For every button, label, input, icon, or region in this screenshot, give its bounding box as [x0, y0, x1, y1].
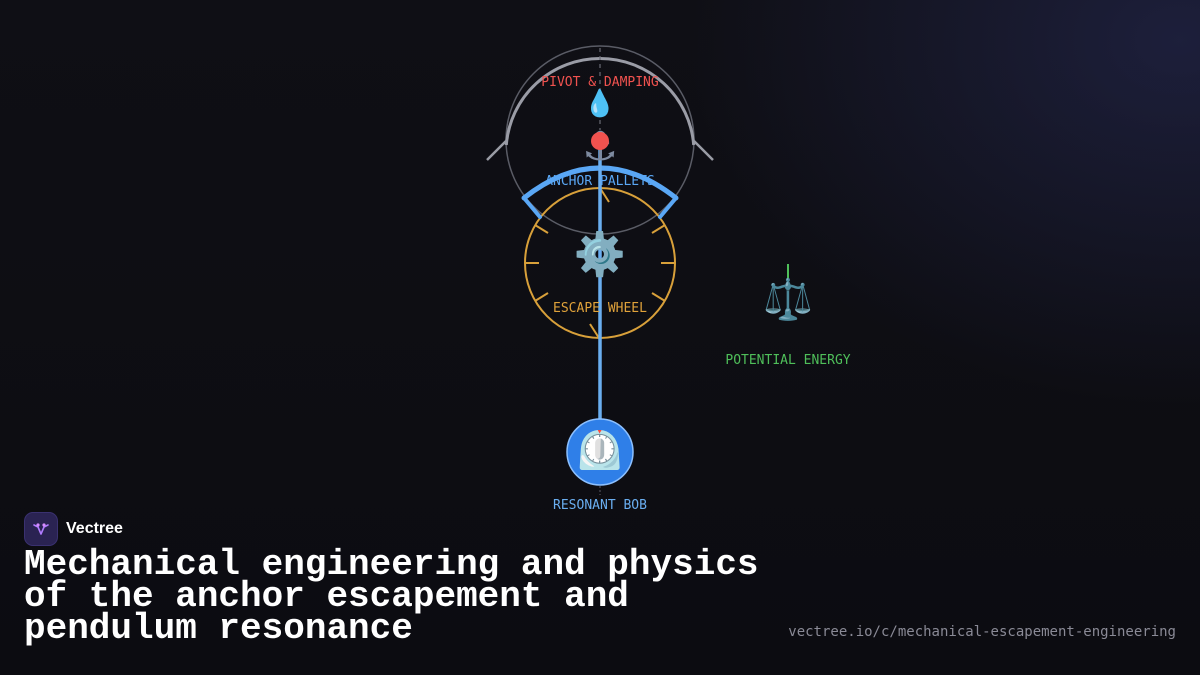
frame-left-bracket	[486, 140, 507, 161]
gear-icon: ⚙️	[574, 230, 626, 279]
vectree-logo-icon	[24, 512, 58, 546]
frame-right-bracket	[693, 140, 714, 161]
droplet-icon: 💧	[584, 88, 616, 119]
source-url[interactable]: vectree.io/c/mechanical-escapement-engin…	[788, 624, 1176, 640]
anchor-right-pallet	[658, 196, 678, 219]
timer-icon: ⏲️	[576, 428, 623, 472]
escape-wheel-label: ESCAPE WHEEL	[553, 301, 647, 316]
anchor-left-pallet	[522, 196, 542, 219]
balance-scale-icon: ⚖️	[763, 276, 813, 323]
brand-name: Vectree	[66, 520, 123, 537]
pivot-point	[591, 132, 609, 150]
page-title: Mechanical engineering and physics of th…	[24, 544, 759, 649]
escape-wheel-teeth	[525, 187, 675, 339]
anchor-pallets-label: ANCHOR PALLETS	[545, 174, 655, 189]
potential-energy-label: POTENTIAL ENERGY	[725, 353, 850, 368]
resonant-bob	[566, 418, 634, 486]
pivot-damping-label: PIVOT & DAMPING	[541, 75, 659, 90]
brand[interactable]: Vectree	[24, 512, 123, 546]
resonant-bob-label: RESONANT BOB	[553, 498, 647, 513]
